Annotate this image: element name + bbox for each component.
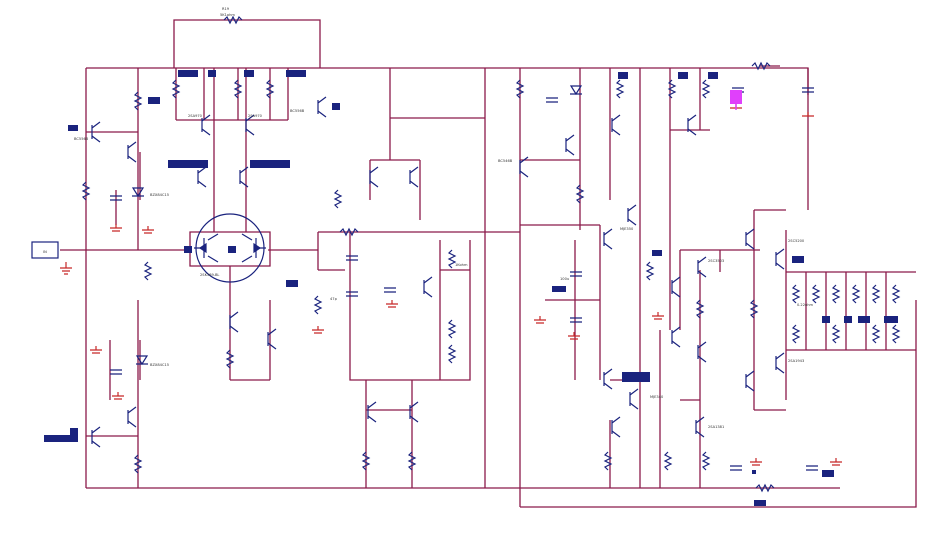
label-r-gen: 1Kohm bbox=[455, 263, 468, 267]
label-q-out-pnp: 2SA1943 bbox=[788, 359, 804, 363]
transistors bbox=[91, 96, 785, 448]
label-q-mirror-a: 2SA970 bbox=[188, 114, 203, 118]
component-labels: R19 5K1ohm 2SK389-BL BC556B BC556B 2SA97… bbox=[74, 7, 813, 429]
label-r-top: R19 bbox=[222, 7, 230, 11]
label-q-mid-b: 2SA1381 bbox=[708, 425, 724, 429]
label-q-drv-npn: MJE340 bbox=[650, 395, 664, 399]
label-c-fb: 47p bbox=[330, 297, 338, 301]
ground-symbols bbox=[60, 104, 842, 466]
label-blocks bbox=[44, 70, 898, 506]
label-r-top-value: 5K1ohm bbox=[220, 13, 235, 17]
label-jfet: 2SK389-BL bbox=[200, 273, 219, 277]
capacitors bbox=[110, 87, 818, 471]
highlighted-capacitor[interactable] bbox=[730, 90, 742, 110]
jfet-pair bbox=[194, 213, 266, 283]
label-q-mirror-b: 2SA970 bbox=[248, 114, 263, 118]
label-zener-a: BZX84C15 bbox=[150, 193, 169, 197]
label-r-emit: 0.22ohm bbox=[797, 303, 813, 307]
input-port-label: IN bbox=[43, 250, 47, 254]
label-q-vas: BC546B bbox=[498, 159, 513, 163]
wires bbox=[60, 19, 917, 508]
label-zener-b: BZX84C15 bbox=[150, 363, 169, 367]
label-q-mid-a: 2SC3503 bbox=[708, 259, 724, 263]
label-q-in-right: BC556B bbox=[290, 109, 305, 113]
resistors bbox=[81, 15, 901, 493]
label-q-in-left: BC556B bbox=[74, 137, 89, 141]
label-q-drv-pnp: MJE350 bbox=[620, 227, 634, 231]
zener-diodes bbox=[131, 85, 583, 366]
input-connector[interactable]: IN bbox=[31, 241, 59, 259]
label-q-out-npn: 2SC5200 bbox=[788, 239, 805, 243]
label-c-gen: 100u bbox=[560, 277, 569, 281]
